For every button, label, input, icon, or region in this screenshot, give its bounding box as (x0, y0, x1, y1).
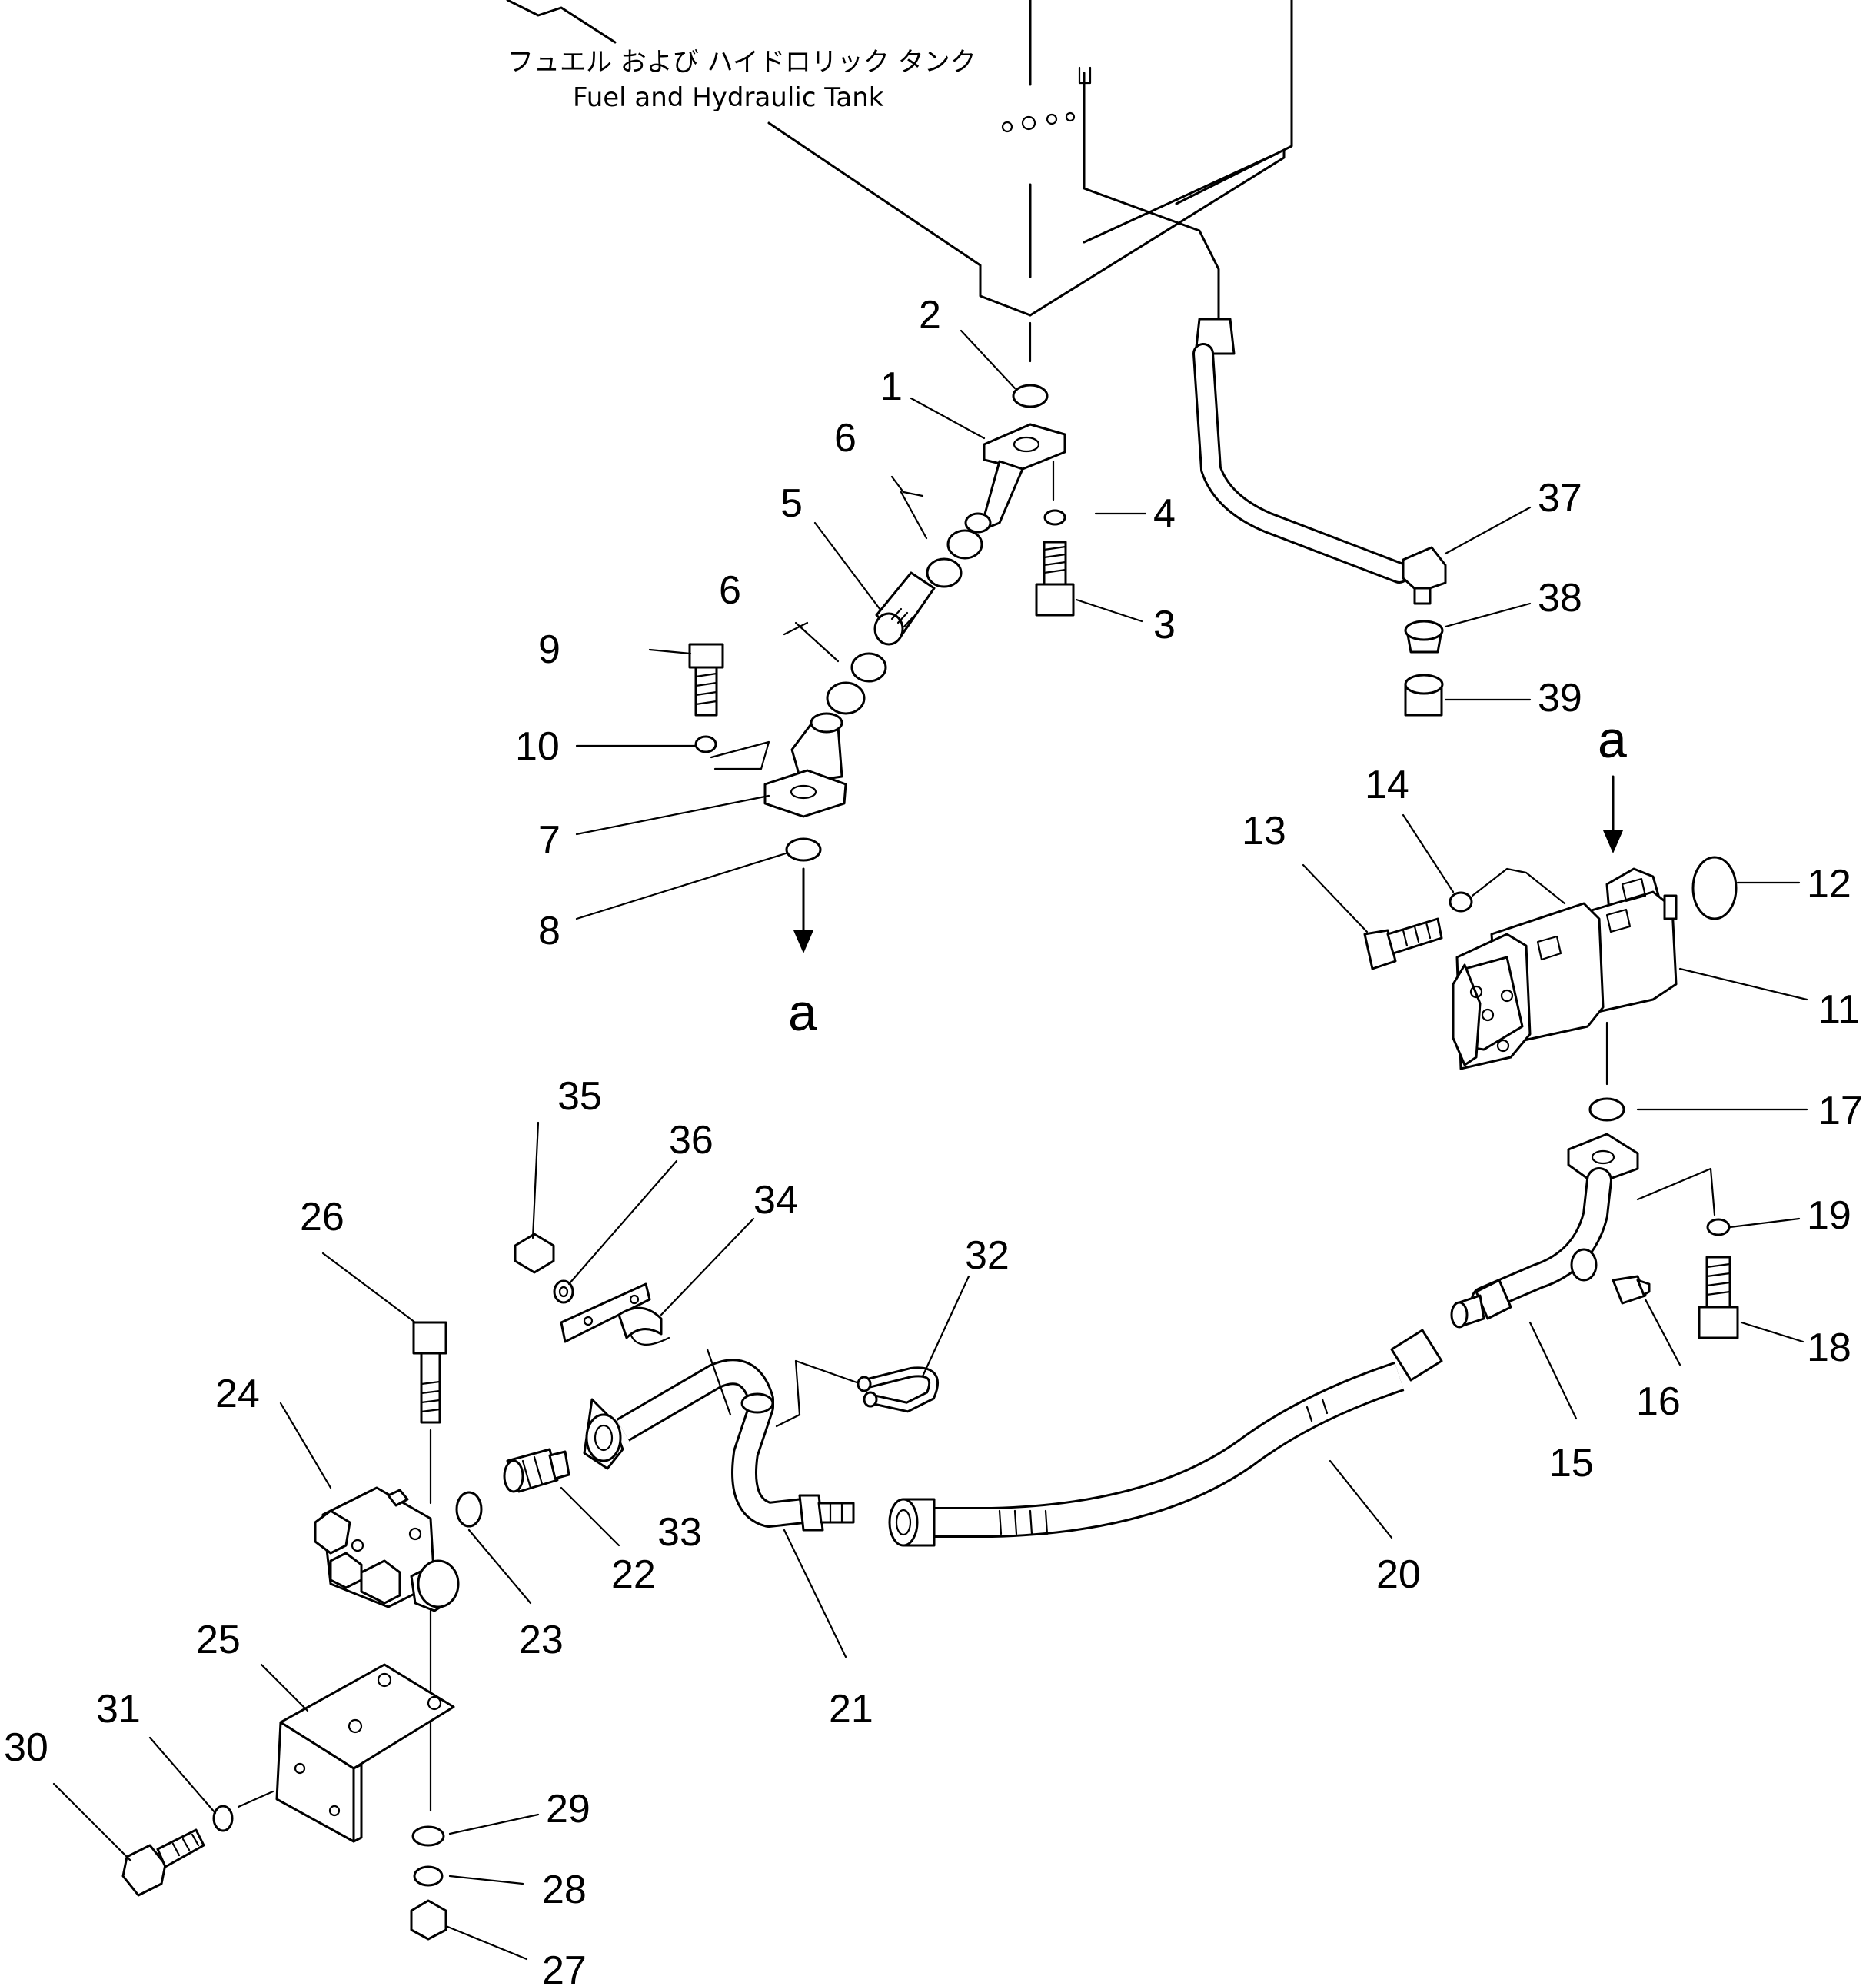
fitting-38 (1404, 620, 1444, 654)
part-label-20: 20 (1376, 1552, 1421, 1597)
bolt-3 (1035, 541, 1075, 617)
o-ring-8 (785, 837, 822, 862)
hydraulic-pump (1363, 856, 1738, 1122)
washer-14 (1449, 891, 1473, 913)
part-label-27: 27 (542, 1948, 587, 1986)
leader-lines (52, 329, 1808, 1961)
part-label-17: 17 (1818, 1089, 1863, 1133)
part-label-6a: 6 (834, 416, 857, 461)
part-label-12: 12 (1807, 862, 1851, 907)
part-label-37: 37 (1538, 476, 1582, 521)
part-label-23: 23 (519, 1618, 564, 1662)
washer-36 (553, 1279, 574, 1304)
part-label-1: 1 (880, 364, 903, 409)
part-label-15: 15 (1549, 1441, 1594, 1485)
part-label-34: 34 (753, 1178, 798, 1223)
pressure-pipe (1450, 1133, 1739, 1339)
part-label-25: 25 (196, 1618, 241, 1662)
part-label-38: 38 (1538, 576, 1582, 620)
nut-27 (410, 1899, 447, 1941)
valve-24 (314, 1486, 460, 1693)
washer-10 (694, 735, 717, 753)
part-label-30: 30 (4, 1725, 48, 1770)
part-label-14: 14 (1365, 763, 1409, 807)
pipe-21 (583, 1359, 855, 1532)
part-label-31: 31 (96, 1687, 141, 1732)
part-label-22: 22 (611, 1552, 656, 1597)
return-pipe: a (1192, 318, 1627, 853)
view-marker-a-lower: a (788, 983, 817, 1042)
part-label-32: 32 (965, 1233, 1010, 1278)
part-label-26: 26 (300, 1195, 344, 1239)
flange-elbow-1 (964, 423, 1066, 534)
part-label-8: 8 (538, 909, 560, 953)
washer-28 (413, 1865, 444, 1887)
part-label-7: 7 (538, 818, 560, 863)
part-label-21: 21 (829, 1687, 873, 1732)
part-label-2: 2 (919, 293, 941, 338)
part-labels: 2 1 6 4 5 3 6 9 10 7 8 37 38 39 13 14 12… (4, 293, 1863, 1986)
washer-31 (212, 1805, 234, 1832)
clamp-6-lower (826, 652, 887, 715)
part-label-16: 16 (1636, 1379, 1681, 1424)
hose-20 (888, 1329, 1443, 1547)
tank-title-japanese: フュエル および ハイドロリック タンク (507, 47, 976, 78)
o-ring-2 (1012, 384, 1049, 408)
part-label-9: 9 (538, 627, 560, 672)
fuel-hydraulic-tank (506, 0, 1293, 363)
elbow-37 (1402, 546, 1447, 605)
tank-title-english: Fuel and Hydraulic Tank (573, 82, 884, 113)
part-label-35: 35 (557, 1074, 602, 1119)
part-label-5: 5 (780, 481, 803, 526)
part-label-3: 3 (1153, 603, 1176, 647)
o-ring-12 (1691, 856, 1738, 920)
part-label-39: 39 (1538, 676, 1582, 720)
washer-19 (1706, 1218, 1731, 1236)
bolt-9 (688, 643, 724, 717)
bolt-18 (1698, 1256, 1739, 1339)
plug-16 (1612, 1275, 1651, 1305)
bolt-30 (121, 1828, 205, 1897)
nut-35 (514, 1233, 555, 1274)
part-label-6b: 6 (719, 568, 741, 613)
hose-5 (873, 571, 936, 646)
part-label-4: 4 (1153, 491, 1176, 536)
part-label-19: 19 (1807, 1193, 1851, 1238)
bolt-26 (412, 1321, 447, 1505)
elbow-22 (503, 1448, 570, 1493)
part-label-29: 29 (546, 1787, 590, 1831)
flange-elbow-7 (763, 712, 847, 818)
part-label-24: 24 (215, 1372, 260, 1416)
bracket-25 (237, 1663, 455, 1843)
clamp-6-upper (926, 529, 983, 588)
part-label-13: 13 (1242, 809, 1286, 853)
washer-4 (1043, 509, 1066, 526)
part-label-18: 18 (1807, 1326, 1851, 1370)
part-label-33: 33 (657, 1510, 702, 1555)
nut-39 (1404, 674, 1444, 717)
leader-32 (775, 1359, 863, 1428)
view-marker-a-upper: a (1598, 710, 1627, 769)
part-label-11: 11 (1818, 987, 1860, 1032)
o-ring-17 (1588, 1097, 1625, 1122)
clamp-34 (514, 1233, 670, 1346)
washer-29 (411, 1825, 445, 1847)
part-label-10: 10 (515, 724, 560, 769)
o-ring-23 (455, 1491, 483, 1528)
suction-line: a (688, 384, 1075, 1042)
part-label-28: 28 (542, 1868, 587, 1912)
u-bolt-32 (857, 1366, 939, 1413)
part-label-36: 36 (669, 1118, 713, 1163)
pump-body-11 (1452, 867, 1678, 1070)
bolt-13 (1363, 917, 1443, 970)
